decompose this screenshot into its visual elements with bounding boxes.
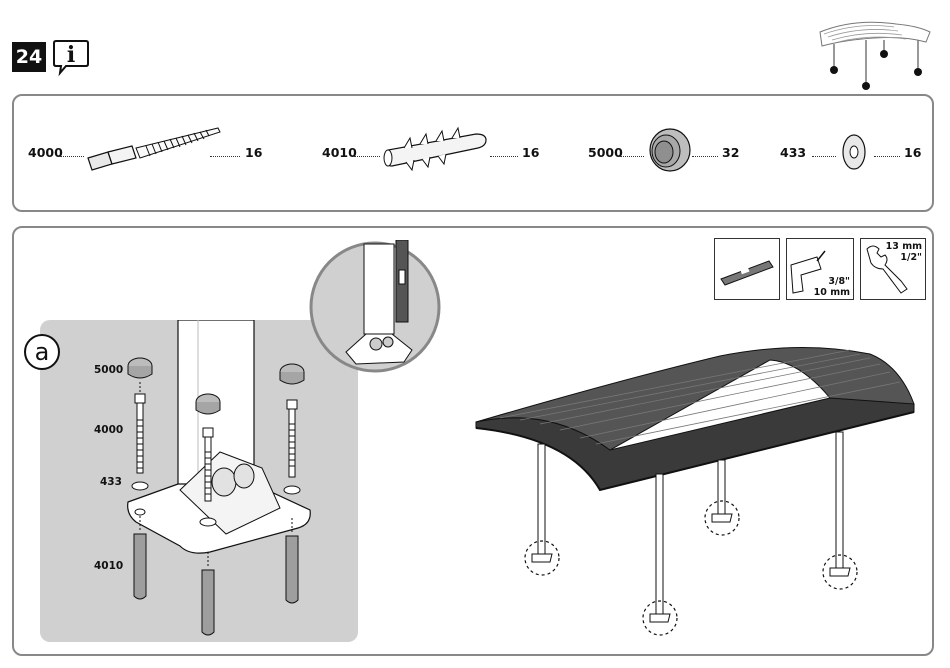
screw-cap-icon — [644, 126, 694, 176]
part-quantity: 16 — [522, 145, 539, 160]
leader-dots — [874, 156, 900, 157]
drill-size-in: 3/8" — [828, 277, 850, 287]
leader-dots — [354, 156, 380, 157]
svg-text:i: i — [67, 42, 75, 68]
part-code: 5000 — [588, 145, 623, 160]
leader-dots — [812, 156, 836, 157]
part-quantity: 16 — [904, 145, 921, 160]
tool-drill: 3/8" 10 mm — [786, 238, 854, 300]
post-level-zoom-illustration — [308, 240, 442, 374]
leader-dots — [692, 156, 718, 157]
part-code: 4000 — [28, 145, 63, 160]
leader-dots — [620, 156, 644, 157]
detail-code-screw: 4000 — [94, 424, 123, 436]
drill-size-mm: 10 mm — [814, 288, 850, 298]
part-code: 433 — [780, 145, 806, 160]
carport-overview-icon — [814, 18, 934, 92]
wrench-icon — [861, 239, 924, 298]
detail-code-washer: 433 — [100, 476, 122, 488]
leader-dots — [490, 156, 518, 157]
detail-label: a — [24, 334, 60, 370]
carport-illustration — [470, 340, 920, 640]
step-number: 24 — [12, 42, 46, 72]
leader-dots — [60, 156, 84, 157]
info-speech-icon: i — [52, 38, 90, 76]
tool-level — [714, 238, 780, 300]
detail-code-anchor: 4010 — [94, 560, 123, 572]
part-code: 4010 — [322, 145, 357, 160]
tool-wrench: 13 mm 1/2" — [860, 238, 926, 300]
washer-icon — [838, 132, 868, 172]
wall-anchor-icon — [380, 126, 492, 174]
leader-dots — [210, 156, 240, 157]
spirit-level-icon — [715, 239, 778, 298]
detail-code-cap: 5000 — [94, 364, 123, 376]
part-quantity: 32 — [722, 145, 739, 160]
hex-lag-screw-icon — [86, 120, 224, 176]
part-quantity: 16 — [245, 145, 262, 160]
